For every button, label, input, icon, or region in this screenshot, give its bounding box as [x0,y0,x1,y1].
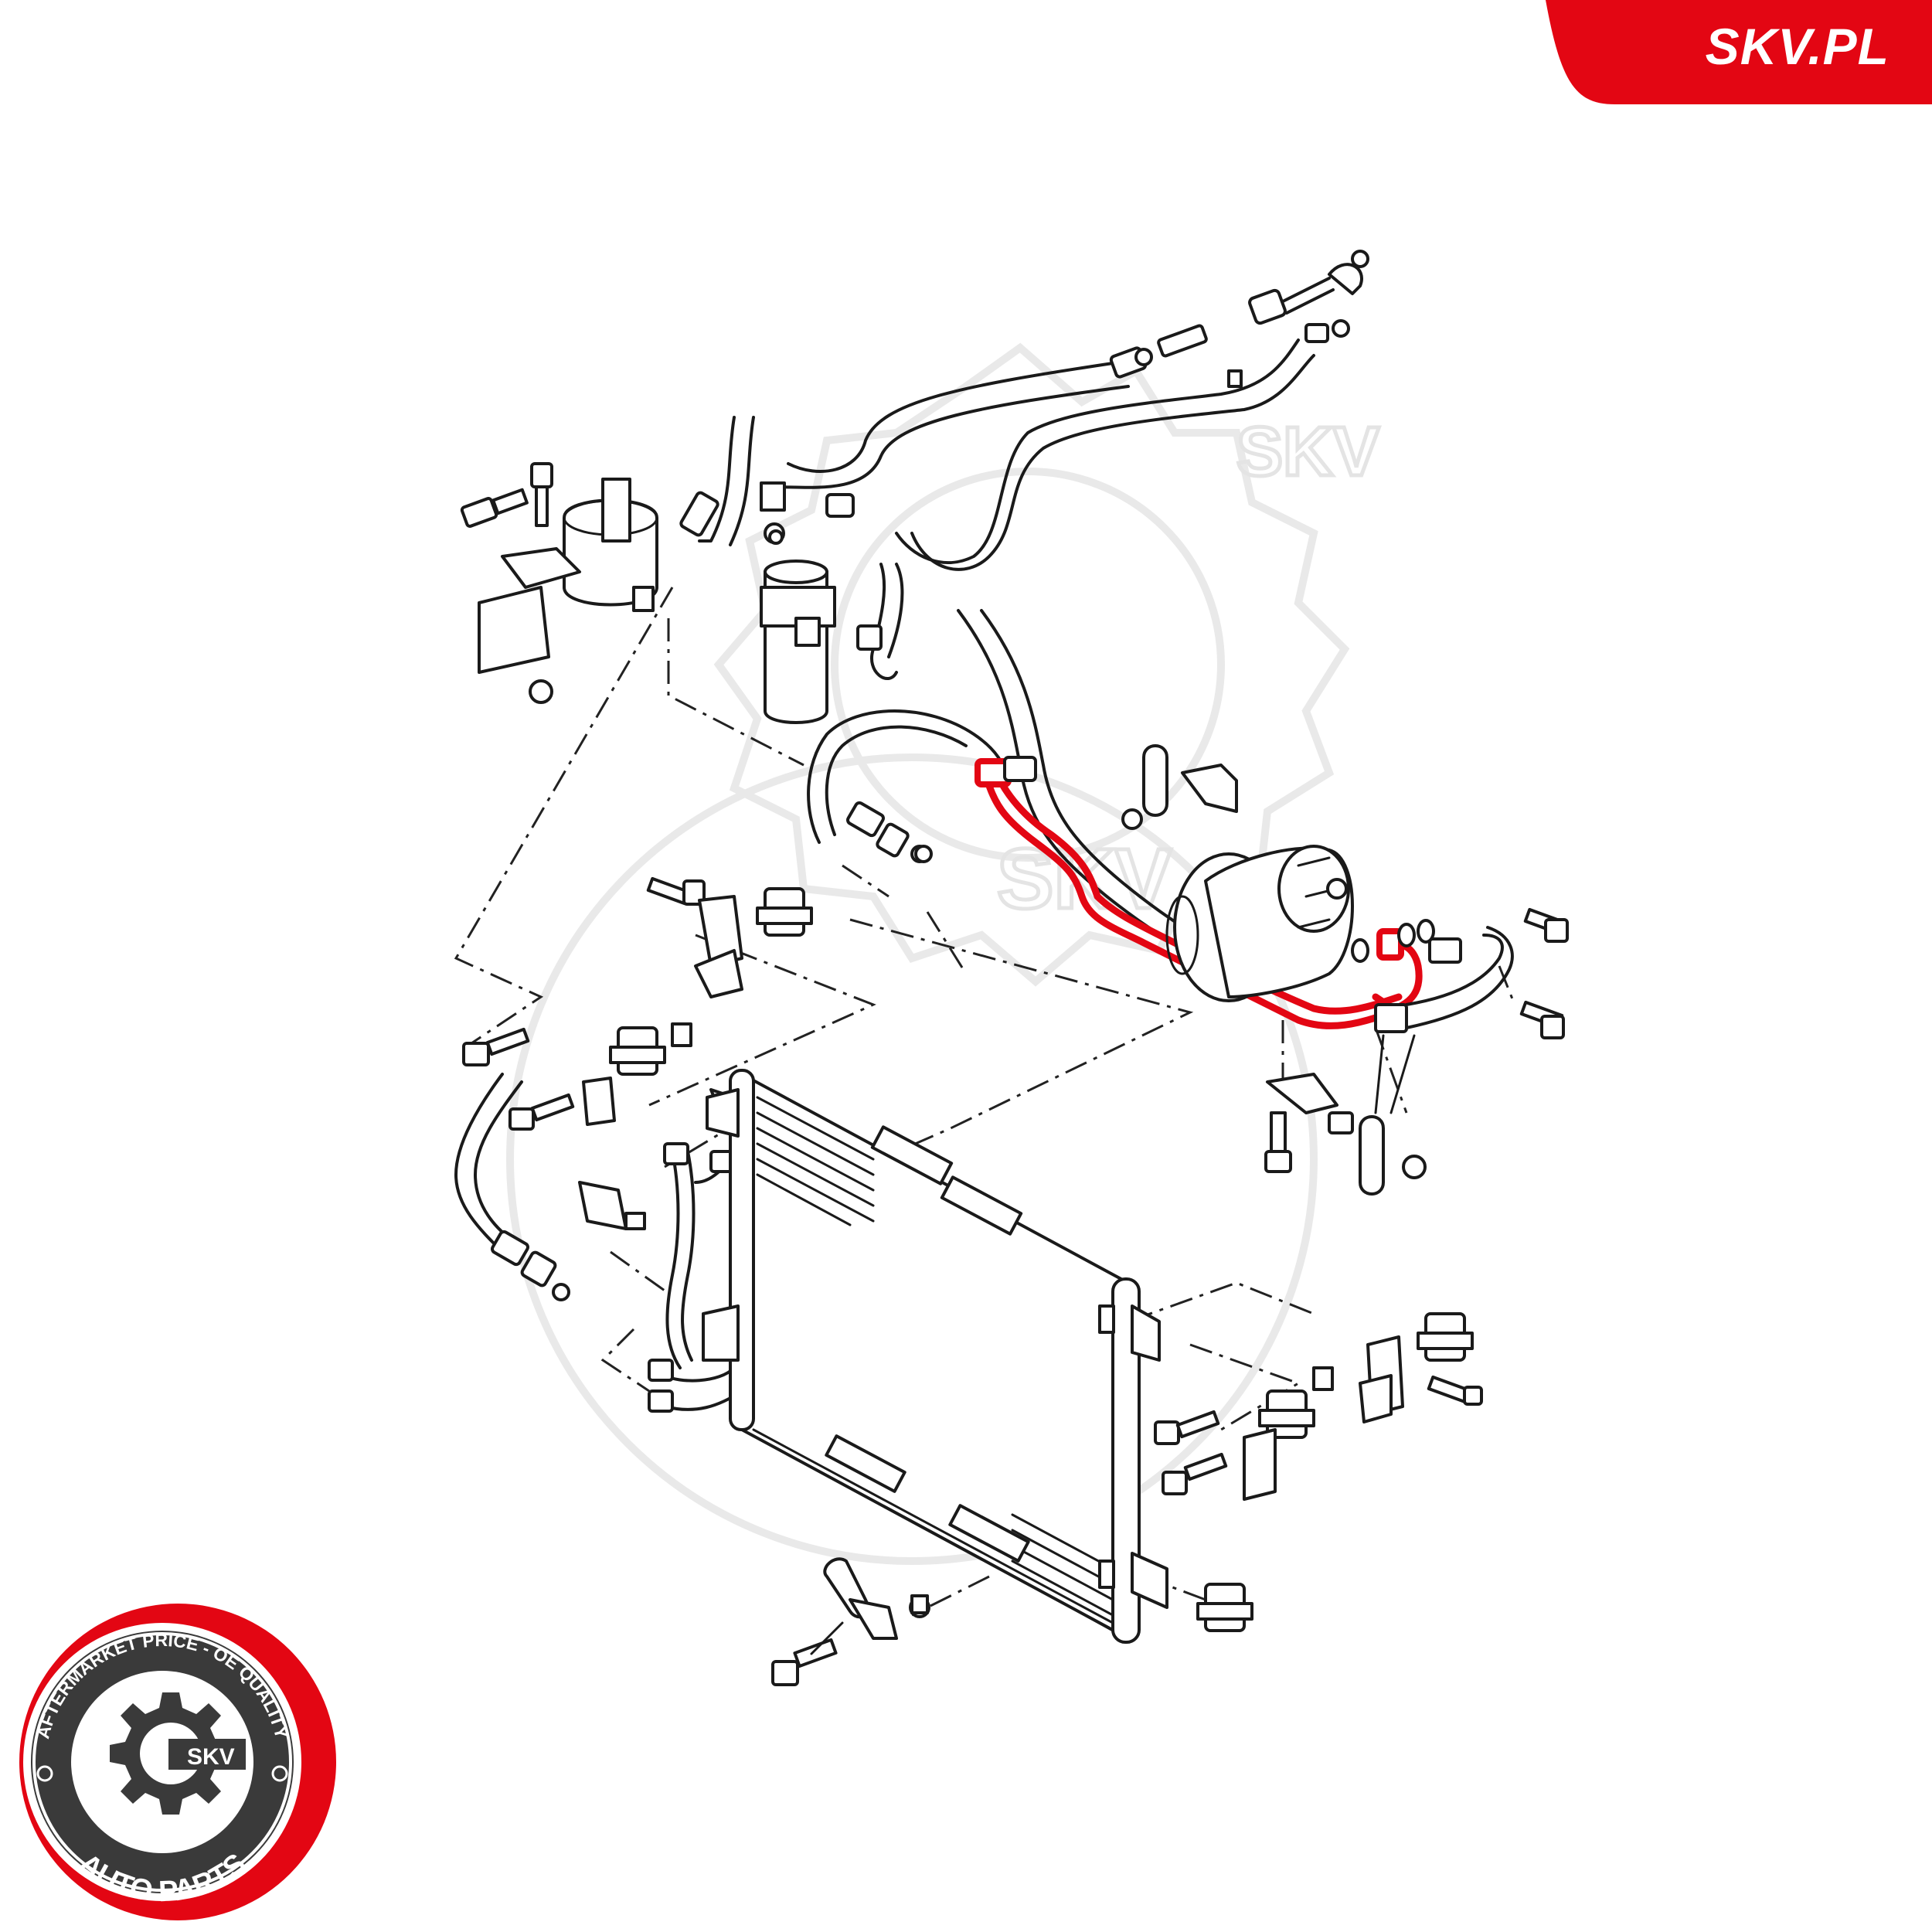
brand-tab: SKV.PL [1546,0,1932,104]
highlighted-ac-hose [975,758,1423,1029]
washer-icon [1351,938,1369,963]
lower-left-bracket [771,1557,930,1686]
bolt-icon [509,1093,575,1131]
badge-center-text: SKV [187,1744,235,1770]
gear-logo-icon [110,1692,246,1815]
nuts-and-washers [768,529,1416,963]
bolt-icon [462,1027,530,1066]
bolt-icon [1264,1111,1292,1173]
bolt-icon [460,488,529,528]
watermark-text: SKV [1236,413,1379,491]
bolt-icon [1519,1000,1565,1039]
bolt-icon [530,462,553,527]
nut-icon [914,845,933,863]
brand-site-label: SKV.PL [1705,18,1889,75]
bolt-icon [1427,1375,1483,1406]
hose-fittings [679,491,1037,863]
brand-tab-shape [1546,0,1932,104]
condenser [702,1069,1168,1644]
compressor-discharge-line [1374,919,1514,1033]
clip-icon [1121,744,1238,830]
lower-right-brackets [1154,1312,1483,1632]
bolt-icon [771,1638,838,1686]
washer-icon [1397,923,1416,947]
compressor [1165,845,1354,1002]
left-condenser-pipes [454,1073,743,1413]
receiver-drier [760,481,836,724]
upper-fittings [1109,250,1369,388]
right-bolts [1264,907,1569,1196]
bolt-icon [1523,907,1569,943]
bolt-icon [1162,1452,1228,1495]
drier-bracket [460,462,658,704]
watermark-gear: SKV SKV [506,342,1382,1565]
skv-quality-badge: AFTERMARKET PRICE - OE QUALITY AUTO PART… [15,1600,340,1924]
bolt-icon [1154,1410,1220,1445]
condenser-fins [756,1096,1114,1632]
washer-icon [768,529,784,545]
bolt-icon [646,876,706,906]
